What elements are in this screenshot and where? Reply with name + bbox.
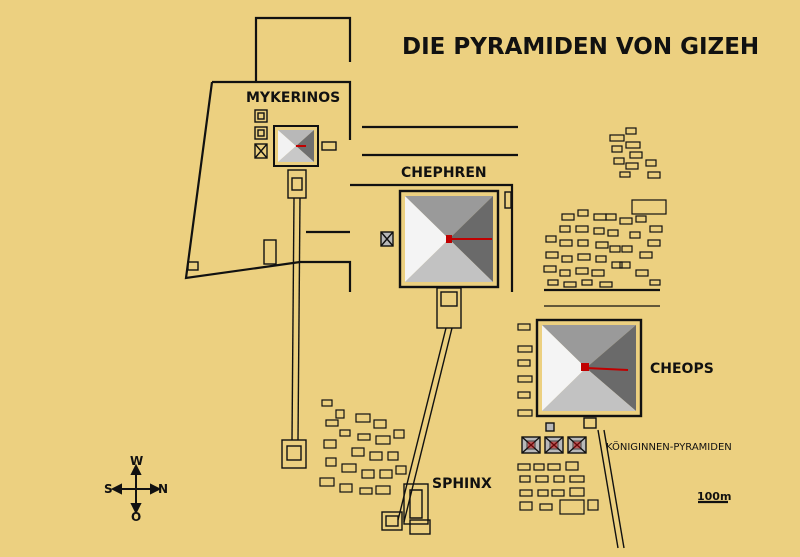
- sphinx-label: SPHINX: [432, 476, 492, 492]
- compass-east: O: [131, 510, 142, 524]
- sphinx-monument: [381, 483, 431, 535]
- mykerinos-small-pyramids: [187, 109, 337, 271]
- scale-label: 100m: [697, 490, 732, 503]
- compass: [110, 463, 162, 515]
- compass-west: W: [130, 454, 144, 468]
- mykerinos-causeway: [281, 169, 307, 469]
- queens-pyramids-label: KÖNIGINNEN-PYRAMIDEN: [606, 442, 732, 453]
- mastaba-fields: [319, 127, 667, 515]
- queens-pyramids: [521, 417, 597, 454]
- compass-north: N: [158, 482, 169, 496]
- chephren-label: CHEPHREN: [401, 165, 487, 181]
- compass-south: S: [104, 482, 113, 496]
- map-title: DIE PYRAMIDEN VON GIZEH: [402, 34, 760, 60]
- cheops-pyramid: [535, 318, 643, 418]
- chephren-small-pyramid: [380, 191, 512, 247]
- mykerinos-label: MYKERINOS: [246, 90, 341, 106]
- mykerinos-pyramid: [273, 125, 319, 167]
- cheops-label: CHEOPS: [650, 361, 714, 377]
- chephren-pyramid: [398, 189, 500, 289]
- cheops-causeway: [597, 429, 625, 549]
